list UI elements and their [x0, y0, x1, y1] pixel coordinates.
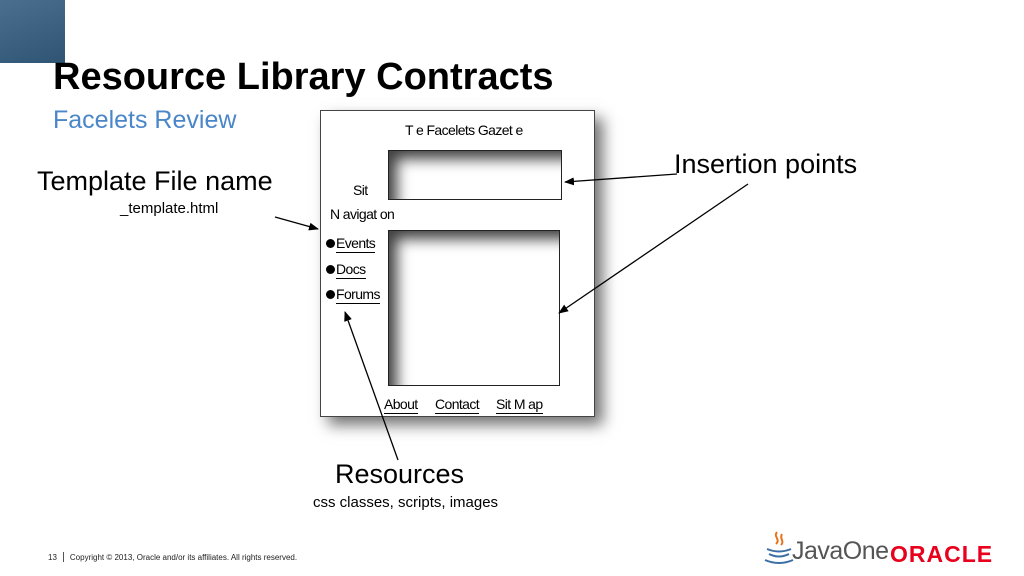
template-callout-detail: _template.html: [120, 200, 219, 217]
footer-link-contact[interactable]: Contact: [435, 396, 480, 414]
footer-link-label: Contact: [435, 396, 480, 414]
arrow-icon: [344, 311, 399, 461]
footer-link-site-map[interactable]: Sit M ap: [496, 396, 543, 414]
bullet-icon: [326, 239, 335, 248]
slide-title: Resource Library Contracts: [53, 56, 554, 98]
content-insertion-box: [388, 230, 560, 386]
mockup-site-label: Sit: [353, 182, 368, 198]
slide-footer: 13 Copyright © 2013, Oracle and/or its af…: [48, 552, 297, 562]
resources-callout-detail: css classes, scripts, images: [313, 494, 499, 511]
insertion-callout-title: Insertion points: [674, 149, 858, 179]
template-callout-title: Template File name: [37, 166, 273, 196]
footer-link-about[interactable]: About: [384, 396, 418, 414]
footer-divider: [62, 552, 64, 562]
nav-link-label: Docs: [336, 261, 366, 279]
nav-link-forums[interactable]: Forums: [326, 286, 380, 304]
javaone-logo: JavaOne: [792, 537, 889, 565]
footer-link-label: Sit M ap: [496, 396, 543, 414]
bullet-icon: [326, 265, 335, 274]
oracle-logo: ORACLE: [890, 541, 994, 567]
arrow-icon: [564, 173, 678, 186]
resources-callout-title: Resources: [335, 459, 465, 489]
arrow-icon: [558, 183, 749, 314]
nav-link-events[interactable]: Events: [326, 235, 376, 253]
header-insertion-box: [388, 150, 562, 200]
page-mockup: T e Facelets Gazet e Sit N avigat on Eve…: [320, 110, 595, 417]
corner-accent-block: [0, 0, 65, 63]
nav-link-label: Forums: [336, 286, 380, 304]
arrow-icon: [274, 216, 319, 231]
slide-subtitle: Facelets Review: [53, 106, 237, 134]
page-number: 13: [48, 553, 57, 562]
bullet-icon: [326, 290, 335, 299]
nav-link-docs[interactable]: Docs: [326, 261, 366, 279]
mockup-heading: T e Facelets Gazet e: [405, 122, 523, 138]
footer-link-label: About: [384, 396, 418, 414]
copyright-text: Copyright © 2013, Oracle and/or its affi…: [69, 553, 298, 562]
java-cup-icon: [764, 531, 794, 564]
nav-link-label: Events: [336, 235, 376, 253]
mockup-navigation-label: N avigat on: [330, 206, 395, 222]
